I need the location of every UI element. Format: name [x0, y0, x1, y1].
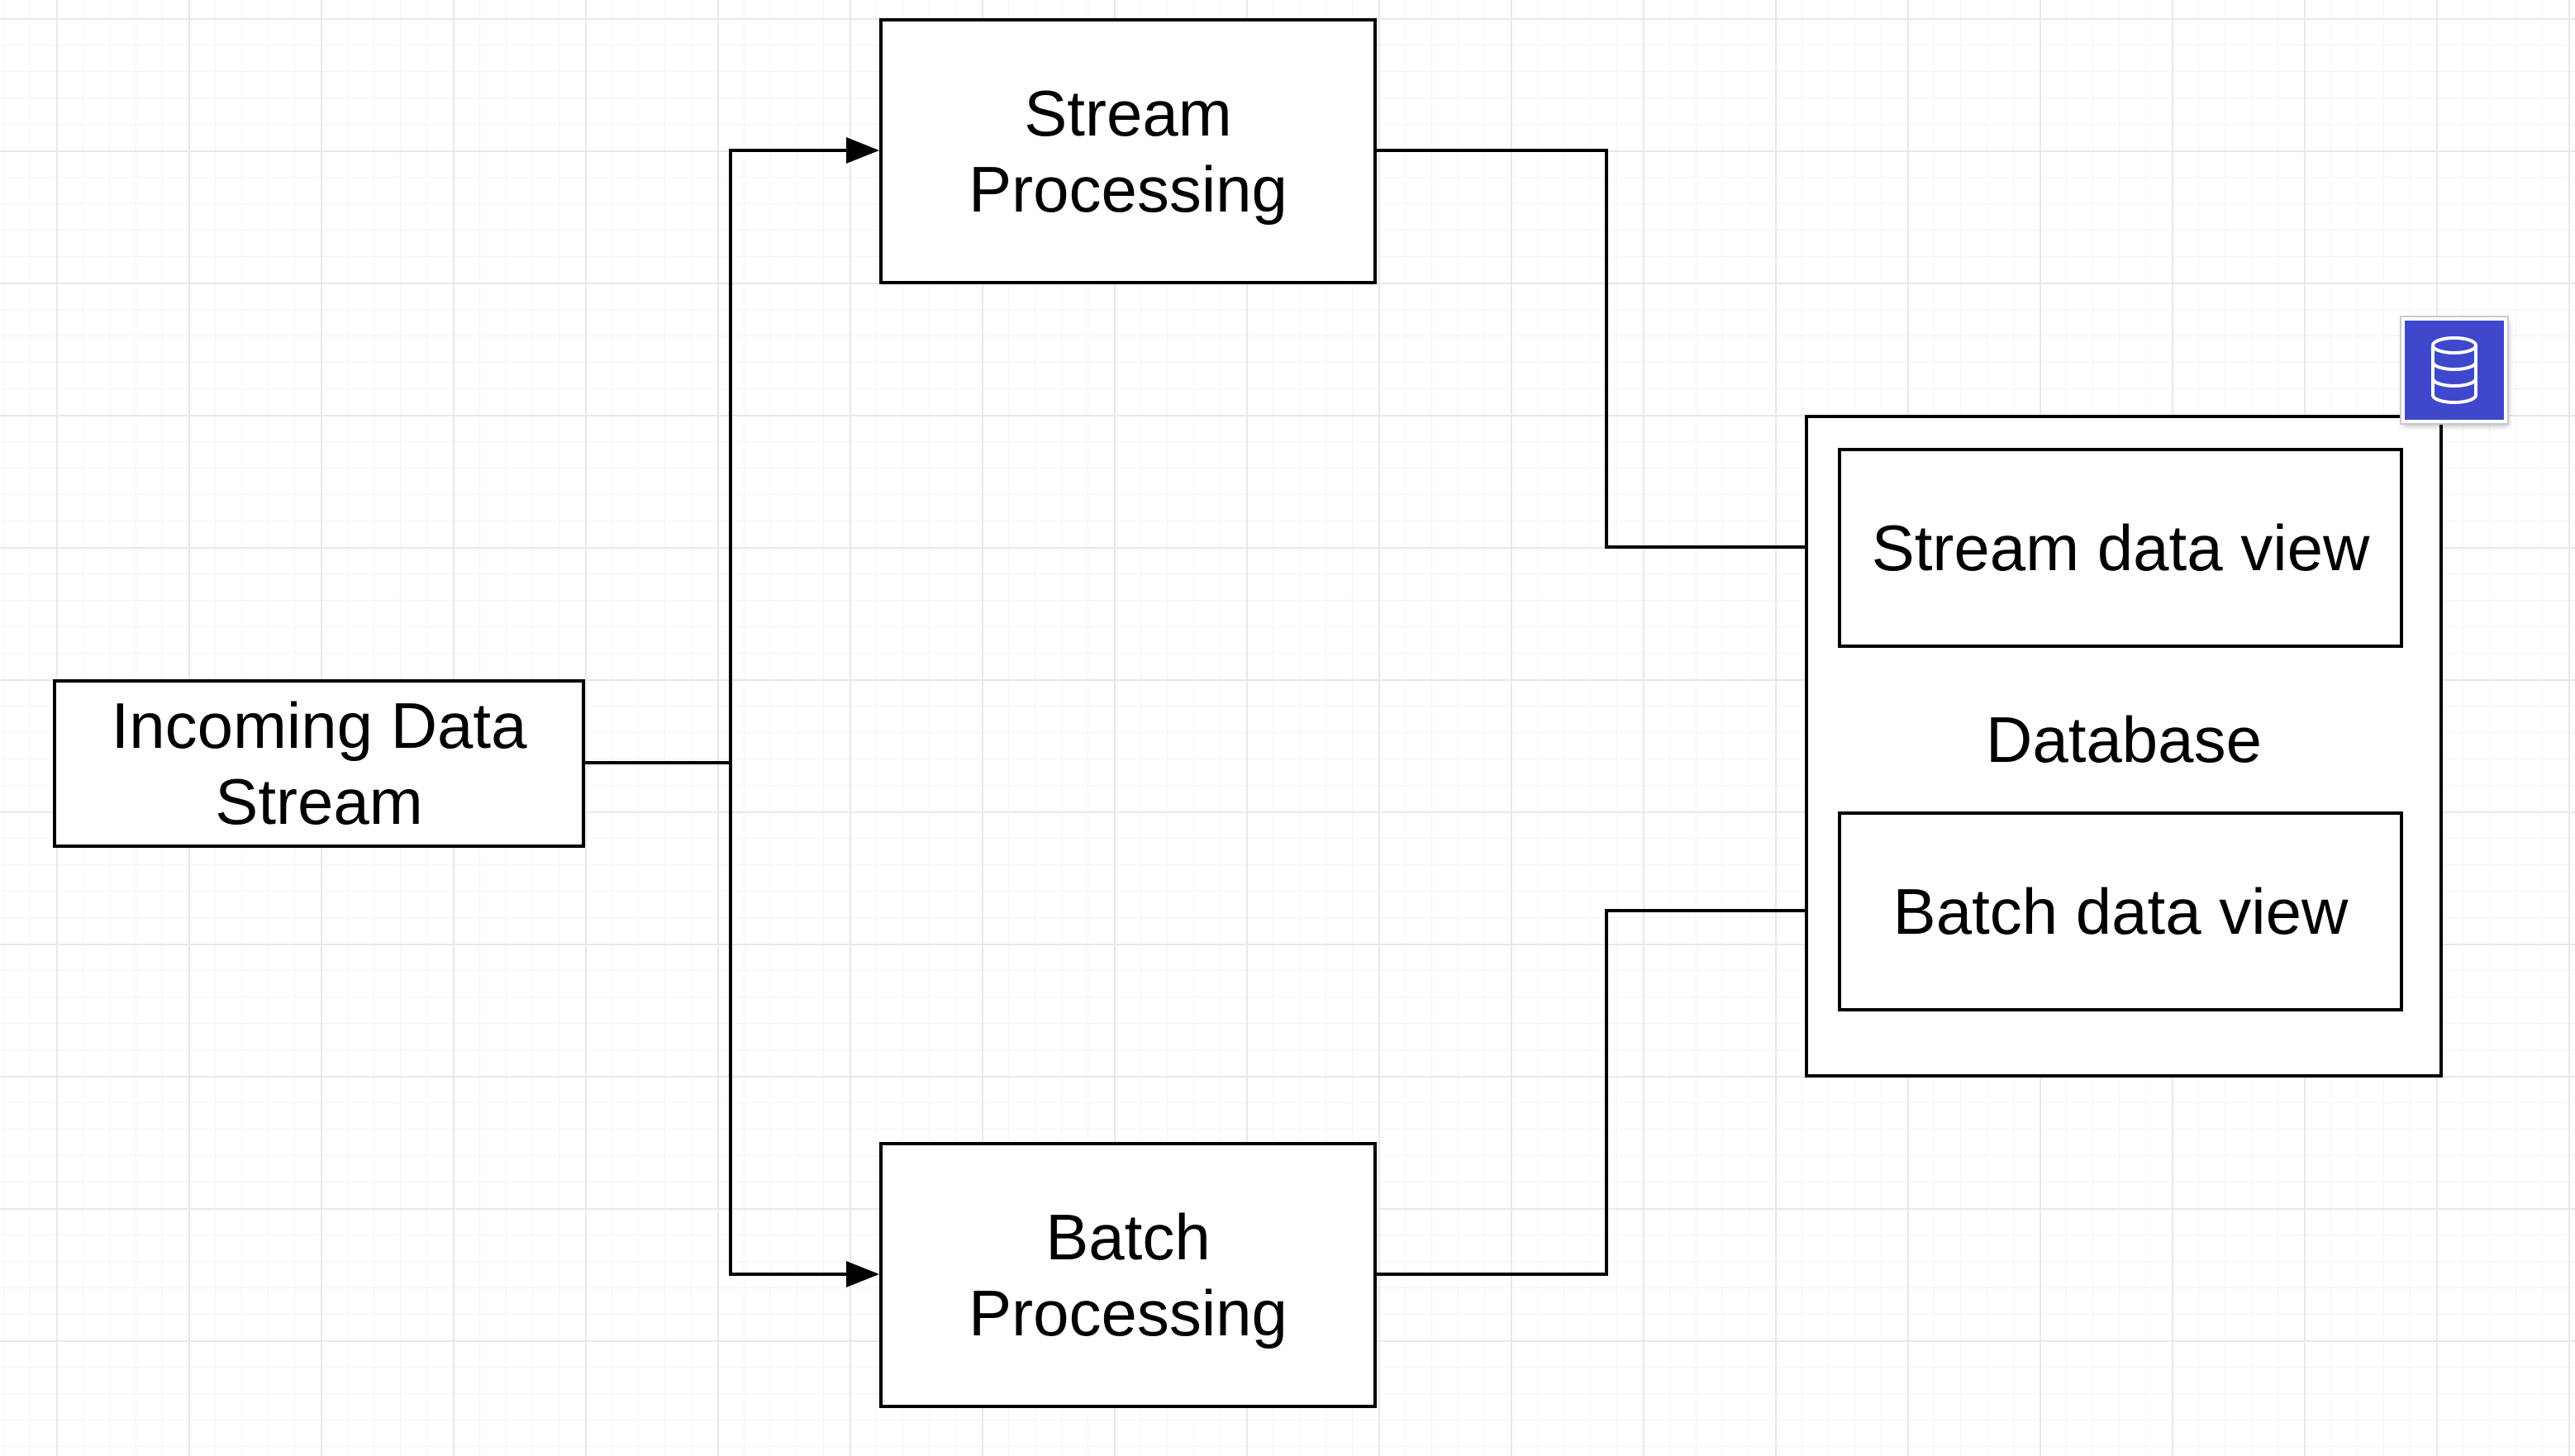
node-incoming-data-stream[interactable]: Incoming Data Stream [53, 679, 585, 848]
connector-incoming-to-stream-processing[interactable] [585, 137, 879, 764]
node-batch-data-view[interactable]: Batch data view [1838, 811, 2403, 1011]
node-batch-processing-label: Batch Processing [969, 1200, 1288, 1349]
node-stream-view-label: Stream data view [1871, 511, 2370, 584]
connector-stream-processing-to-stream-view[interactable] [1377, 149, 1838, 560]
node-batch-view-label: Batch data view [1892, 874, 2349, 948]
connector-incoming-to-batch-processing[interactable] [729, 763, 879, 1287]
node-stream-data-view[interactable]: Stream data view [1838, 448, 2403, 648]
connector-batch-processing-to-batch-view[interactable] [1377, 897, 1838, 1276]
node-stream-processing[interactable]: Stream Processing [879, 18, 1377, 284]
database-label: Database [1986, 702, 2262, 776]
database-icon[interactable] [2401, 317, 2507, 423]
database-cylinder-icon [2431, 336, 2477, 404]
node-stream-processing-label: Stream Processing [969, 76, 1288, 226]
node-incoming-label: Incoming Data Stream [111, 688, 527, 838]
node-batch-processing[interactable]: Batch Processing [879, 1142, 1377, 1408]
